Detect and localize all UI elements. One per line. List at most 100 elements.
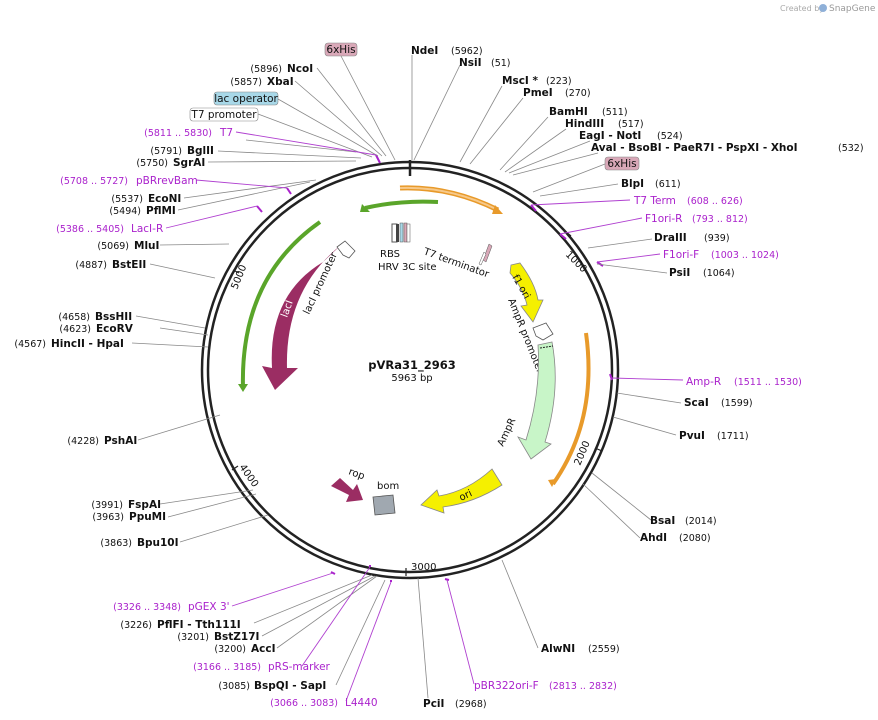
t7-promoter-label: T7 promoter: [190, 109, 257, 121]
primer-marks: [256, 154, 613, 582]
primer-leader-lines: [165, 131, 684, 702]
enzyme-hindiii: HindIII: [565, 118, 604, 130]
plasmid-name: pVRa31_2963: [368, 358, 456, 373]
green-arc-left: [240, 220, 322, 389]
enzyme-nsii: NsiI: [459, 57, 482, 69]
enzyme-acci-pos: (3200): [214, 644, 246, 655]
orange-arc-top-head: [492, 205, 503, 214]
ampr-promoter-arrow: [532, 322, 554, 341]
enzyme-ncoi-pos: (5896): [250, 64, 282, 75]
enzyme-bamhi-pos: (511): [602, 107, 628, 118]
snapgene-logo-icon: [819, 4, 827, 12]
primer-pbrrevbam: pBRrevBam: [136, 175, 198, 187]
enzyme-pmei-pos: (270): [565, 88, 591, 99]
enzyme-bspqi: BspQI - SapI: [254, 680, 326, 692]
enzyme-bsai: BsaI: [650, 515, 675, 527]
primer-f1ori-f: F1ori-F: [663, 249, 699, 261]
orange-arc-top-inner: [399, 186, 499, 211]
laci-promoter-label: lacI promoter: [302, 250, 341, 316]
enzyme-mlui: MluI: [134, 240, 159, 252]
enzyme-pflmi: PflMI: [146, 205, 176, 217]
enzyme-sgrai-pos: (5750): [136, 158, 168, 169]
enzyme-pshai: PshAI: [104, 435, 137, 447]
enzyme-bamhi: BamHI: [549, 106, 588, 118]
ampr-arrow: [517, 341, 556, 460]
rbs-hrv-features: [391, 222, 493, 266]
enzyme-hincii-pos: (4567): [14, 339, 46, 350]
orange-arc-right-head: [548, 479, 556, 487]
bom-box: [372, 494, 396, 516]
green-arc-top: [364, 199, 439, 210]
enzyme-bsteii: BstEII: [112, 259, 146, 271]
enzyme-eagi: EagI - NotI: [579, 130, 641, 142]
his-tag-right-box: [604, 156, 640, 171]
enzyme-blpi-pos: (611): [655, 179, 681, 190]
enzyme-ahdi-pos: (2080): [679, 533, 711, 544]
primer-l4440-range: (3066 .. 3083): [270, 698, 338, 709]
enzyme-bpu10i: Bpu10I: [137, 537, 179, 549]
enzyme-mlui-pos: (5069): [97, 241, 129, 252]
primer-t7-range: (5811 .. 5830): [144, 128, 212, 139]
primer-pgex3: pGEX 3': [188, 601, 230, 613]
enzyme-ppumi: PpuMI: [129, 511, 166, 523]
enzyme-avai: AvaI - BsoBI - PaeR7I - PspXI - XhoI: [591, 142, 798, 154]
enzyme-acci: AccI: [251, 643, 275, 655]
enzyme-ncoi: NcoI: [287, 63, 313, 75]
enzyme-psii-pos: (1064): [703, 268, 735, 279]
primer-pbr322-range: (2813 .. 2832): [549, 681, 617, 692]
enzyme-draiii-pos: (939): [704, 233, 730, 244]
enzyme-nsii-pos: (51): [491, 58, 511, 69]
enzyme-bstz17i: BstZ17I: [214, 631, 259, 643]
enzyme-bglii: BglII: [187, 145, 214, 157]
enzyme-bspqi-pos: (3085): [218, 681, 250, 692]
enzyme-alwni-pos: (2559): [588, 644, 620, 655]
enzyme-econi: EcoNI: [148, 193, 181, 205]
enzyme-fspai-pos: (3991): [91, 500, 123, 511]
green-arc-top-head: [360, 204, 370, 212]
primer-pgex3-range: (3326 .. 3348): [113, 602, 181, 613]
primer-f1ori-r: F1ori-R: [645, 213, 682, 225]
enzyme-draiii: DraIII: [654, 232, 687, 244]
enzyme-pvui: PvuI: [679, 430, 705, 442]
laci-arrow: [262, 245, 341, 390]
primer-f1ori-r-range: (793 .. 812): [692, 214, 748, 225]
ori-arrow: [420, 468, 503, 514]
enzyme-pvui-pos: (1711): [717, 431, 749, 442]
primer-pbr322: pBR322ori-F: [474, 680, 539, 692]
snapgene-brand: SnapGene: [829, 4, 876, 14]
orange-arc-right: [551, 332, 591, 486]
enzyme-xbai: XbaI: [267, 76, 294, 88]
enzyme-hindiii-pos: (517): [618, 119, 644, 130]
primer-pbrrevbam-range: (5708 .. 5727): [60, 176, 128, 187]
enzyme-pcii: PciI: [423, 698, 444, 710]
primer-l4440: L4440: [345, 697, 378, 709]
enzyme-ahdi: AhdI: [640, 532, 667, 544]
primer-t7term: T7 Term: [633, 195, 676, 207]
orange-arc-top: [399, 185, 500, 213]
enzyme-bglii-pos: (5791): [150, 146, 182, 157]
enzyme-ndei: NdeI: [411, 45, 438, 57]
laci-promoter-arrow: [336, 240, 356, 259]
enzyme-xbai-pos: (5857): [230, 77, 262, 88]
primer-amp-r: Amp-R: [686, 376, 721, 388]
enzyme-pflmi-pos: (5494): [109, 206, 141, 217]
enzyme-bsshii: BssHII: [95, 311, 132, 323]
primer-laci-r-range: (5386 .. 5405): [56, 224, 124, 235]
enzyme-pshai-pos: (4228): [67, 436, 99, 447]
enzyme-pmei: PmeI: [523, 87, 553, 99]
enzyme-ecorv: EcoRV: [96, 323, 134, 335]
enzyme-hincii: HincII - HpaI: [51, 338, 124, 350]
enzyme-msci: MscI *: [502, 75, 538, 87]
enzyme-fspai: FspAI: [128, 499, 161, 511]
enzyme-blpi: BlpI: [621, 178, 644, 190]
created-by-text: Created by: [780, 4, 824, 13]
enzyme-scai: ScaI: [684, 397, 709, 409]
enzyme-pflfi-pos: (3226): [120, 620, 152, 631]
enzyme-msci-pos: (223): [546, 76, 572, 87]
enzyme-eagi-pos: (524): [657, 131, 683, 142]
enzyme-ndei-pos: (5962): [451, 46, 483, 57]
plasmid-size: 5963 bp: [391, 373, 432, 384]
primer-f1ori-f-range: (1003 .. 1024): [711, 250, 779, 261]
enzyme-bstz17i-pos: (3201): [177, 632, 209, 643]
